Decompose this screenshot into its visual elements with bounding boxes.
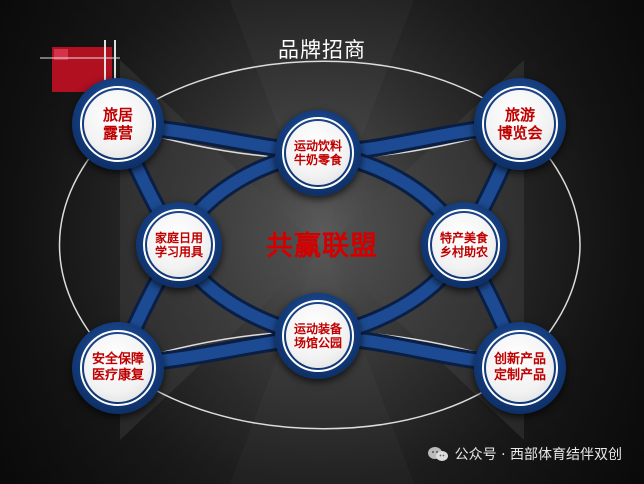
node-innovation-products: 创新产品 定制产品 (474, 322, 566, 414)
node-safety-medical: 安全保障 医疗康复 (72, 322, 164, 414)
wechat-icon (427, 446, 449, 462)
node-specialty-food: 特产美食 乡村助农 (421, 202, 507, 288)
node-label: 运动装备 场馆公园 (293, 321, 342, 350)
footer-watermark: 公众号 · 西部体育结伴双创 (427, 444, 622, 464)
node-home-study: 家庭日用 学习用具 (136, 202, 222, 288)
node-travel-expo: 旅游 博览会 (474, 78, 566, 170)
node-sports-drinks: 运动饮料 牛奶零食 (275, 110, 361, 196)
node-label: 运动饮料 牛奶零食 (293, 138, 342, 167)
node-label: 安全保障 医疗康复 (91, 352, 144, 383)
node-label: 创新产品 定制产品 (493, 352, 546, 383)
node-label: 特产美食 乡村助农 (439, 230, 488, 259)
node-label: 旅居 露营 (102, 106, 133, 142)
center-slogan: 共赢联盟 (266, 231, 378, 262)
footer-text: 公众号 · 西部体育结伴双创 (454, 447, 622, 463)
node-label: 旅游 博览会 (497, 106, 543, 142)
page-title: 品牌招商 (278, 38, 366, 62)
logo-mark (40, 40, 120, 98)
node-label: 家庭日用 学习用具 (154, 230, 203, 259)
node-travel-camping: 旅居 露营 (72, 78, 164, 170)
node-sports-equipment: 运动装备 场馆公园 (275, 293, 361, 379)
